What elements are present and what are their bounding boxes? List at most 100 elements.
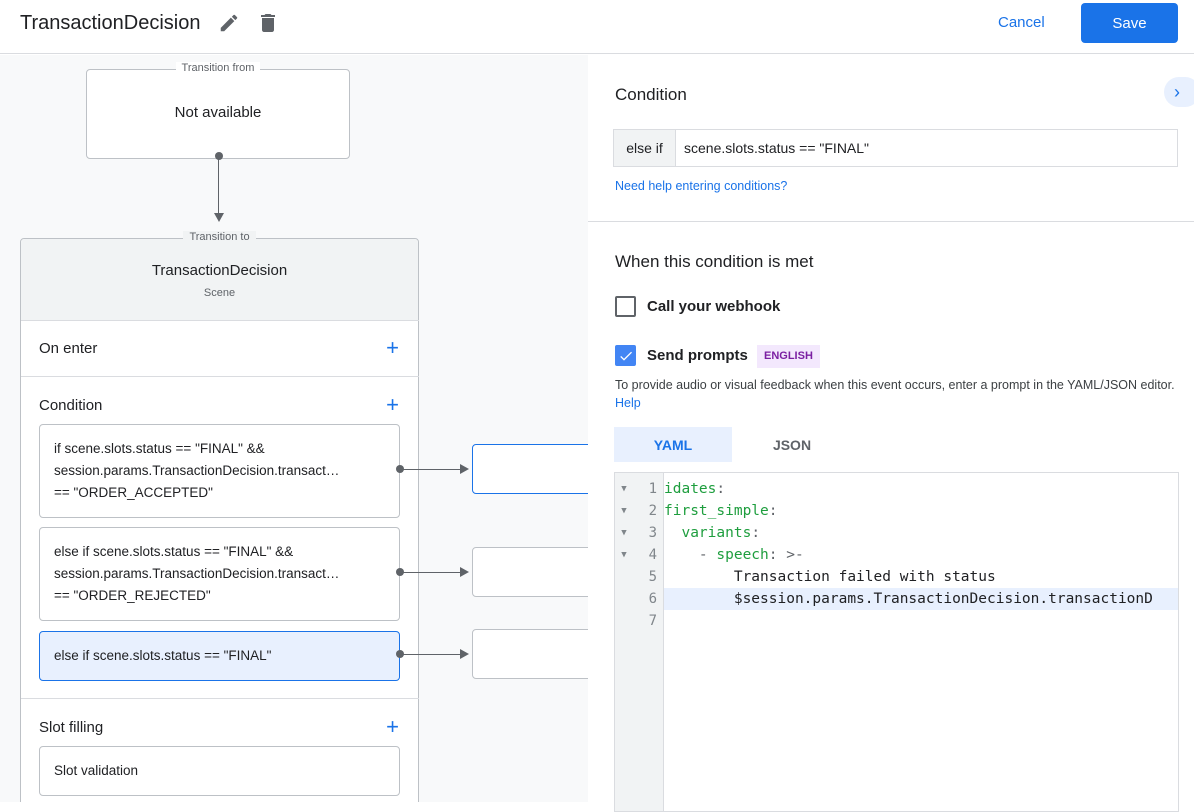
code-line[interactable]: 7 — [615, 610, 1178, 632]
connector-line — [400, 572, 462, 573]
condition-text: == "ORDER_REJECTED" — [54, 588, 211, 603]
line-number: 3 — [648, 525, 657, 541]
webhook-checkbox[interactable] — [615, 296, 636, 317]
collapse-panel-chevron-icon[interactable]: › — [1164, 77, 1194, 107]
code-line[interactable]: ▼ 4 - speech: >- — [615, 544, 1178, 566]
code-line[interactable]: ▼ 3 variants: — [615, 522, 1178, 544]
connector-dot — [215, 152, 223, 160]
add-condition-icon[interactable]: + — [386, 392, 399, 417]
fold-arrow-icon[interactable]: ▼ — [621, 550, 627, 560]
condition-prefix: else if — [614, 130, 676, 166]
line-number: 1 — [648, 481, 657, 497]
condition-text: else if scene.slots.status == "FINAL" && — [54, 544, 294, 559]
code-token: speech — [716, 547, 769, 563]
scene-node[interactable]: Transition to TransactionDecision Scene … — [20, 231, 419, 802]
top-bar: TransactionDecision Cancel Save — [0, 0, 1194, 54]
on-enter-section[interactable]: On enter + — [21, 320, 419, 376]
connector-line — [400, 654, 462, 655]
code-token: : — [751, 525, 761, 541]
send-prompts-label: Send prompts — [647, 347, 748, 364]
code-text: variants: — [664, 522, 1178, 544]
arrow-head — [460, 567, 469, 577]
code-line[interactable]: 5 Transaction failed with status — [615, 566, 1178, 588]
save-button[interactable]: Save — [1081, 3, 1178, 43]
yaml-editor[interactable]: ▼ 1 idates: ▼ 2 first_simple: ▼ 3 variants: ▼ 4 -… — [614, 472, 1179, 812]
line-number: 2 — [648, 503, 657, 519]
fold-arrow-icon[interactable]: ▼ — [621, 506, 627, 516]
slot-validation-item[interactable]: Slot validation — [39, 746, 400, 796]
prompt-description: To provide audio or visual feedback when… — [615, 376, 1175, 412]
scene-name: TransactionDecision — [151, 262, 288, 279]
code-token: - — [664, 547, 717, 563]
condition-text: session.params.TransactionDecision.trans… — [54, 463, 340, 478]
code-text: Transaction failed with status — [664, 566, 1178, 588]
slot-filling-section: Slot filling + Slot validation — [21, 698, 419, 802]
code-text — [664, 610, 1178, 632]
condition-panel: › Condition else if scene.slots.status =… — [588, 55, 1194, 812]
condition-met-heading: When this condition is met — [615, 252, 814, 271]
cancel-button[interactable]: Cancel — [998, 14, 1045, 31]
arrow-head — [214, 213, 224, 222]
transition-to-legend: Transition to — [183, 231, 256, 243]
send-prompts-checkbox[interactable] — [615, 345, 636, 366]
condition-text: else if scene.slots.status == "FINAL" — [54, 648, 272, 663]
transition-target-node[interactable] — [472, 547, 588, 597]
condition-item[interactable]: else if scene.slots.status == "FINAL" — [39, 631, 400, 681]
line-number: 6 — [648, 591, 657, 607]
code-text: - speech: >- — [664, 544, 1178, 566]
line-number: 5 — [648, 569, 657, 585]
transition-from-text: Not available — [174, 104, 262, 121]
condition-input[interactable]: scene.slots.status == "FINAL" — [684, 140, 870, 156]
pencil-icon[interactable] — [218, 12, 240, 39]
code-line[interactable]: ▼ 1 idates: — [615, 478, 1178, 500]
condition-item[interactable]: if scene.slots.status == "FINAL" && sessi… — [39, 424, 400, 518]
code-line[interactable]: ▼ 2 first_simple: — [615, 500, 1178, 522]
condition-item[interactable]: else if scene.slots.status == "FINAL" &&… — [39, 527, 400, 621]
condition-text: == "ORDER_ACCEPTED" — [54, 485, 213, 500]
scene-title: TransactionDecision — [20, 12, 201, 34]
tab-yaml[interactable]: YAML — [614, 427, 732, 462]
tab-json[interactable]: JSON — [772, 436, 812, 453]
code-token: Transaction failed with status — [664, 569, 996, 585]
condition-section: Condition + if scene.slots.status == "FI… — [21, 376, 419, 698]
transition-from-node[interactable]: Transition from Not available — [86, 62, 350, 159]
fold-arrow-icon[interactable]: ▼ — [621, 484, 627, 494]
arrow-head — [460, 649, 469, 659]
code-token: variants — [681, 525, 752, 541]
help-conditions-link[interactable]: Need help entering conditions? — [615, 179, 788, 193]
condition-heading: Condition — [615, 85, 687, 104]
scene-type: Scene — [203, 287, 236, 299]
line-number: 4 — [648, 547, 657, 563]
divider — [588, 221, 1194, 222]
help-link[interactable]: Help — [615, 396, 641, 410]
slot-validation-label: Slot validation — [54, 763, 139, 778]
code-token: : >- — [768, 547, 804, 563]
on-enter-label: On enter — [39, 340, 98, 357]
add-on-enter-icon[interactable]: + — [386, 335, 399, 360]
condition-text: if scene.slots.status == "FINAL" && — [54, 441, 265, 456]
transition-from-legend: Transition from — [175, 62, 261, 74]
code-token: $session.params.TransactionDecision.tran… — [664, 591, 1153, 607]
transition-target-node[interactable] — [472, 444, 588, 494]
add-slot-icon[interactable]: + — [386, 714, 399, 739]
code-text: first_simple: — [664, 500, 1178, 522]
trash-icon[interactable] — [256, 11, 280, 40]
code-token: : — [768, 503, 778, 519]
transition-target-node[interactable] — [472, 629, 588, 679]
code-token — [664, 525, 681, 541]
line-number: 7 — [648, 613, 657, 629]
code-token: idates — [664, 481, 717, 497]
code-line[interactable]: 6 $session.params.TransactionDecision.tr… — [615, 588, 1178, 610]
check-icon — [619, 351, 632, 361]
code-token: : — [716, 481, 726, 497]
fold-arrow-icon[interactable]: ▼ — [621, 528, 627, 538]
condition-field[interactable]: else if scene.slots.status == "FINAL" — [613, 129, 1178, 167]
connector-line — [400, 469, 462, 470]
slot-filling-label: Slot filling — [39, 719, 104, 736]
connector-line — [218, 158, 219, 215]
flow-canvas[interactable]: Transition from Not available Transition… — [0, 55, 588, 802]
condition-text: session.params.TransactionDecision.trans… — [54, 566, 340, 581]
code-token: first_simple — [664, 503, 769, 519]
code-text: idates: — [664, 478, 1178, 500]
description-text: To provide audio or visual feedback when… — [615, 378, 1175, 392]
